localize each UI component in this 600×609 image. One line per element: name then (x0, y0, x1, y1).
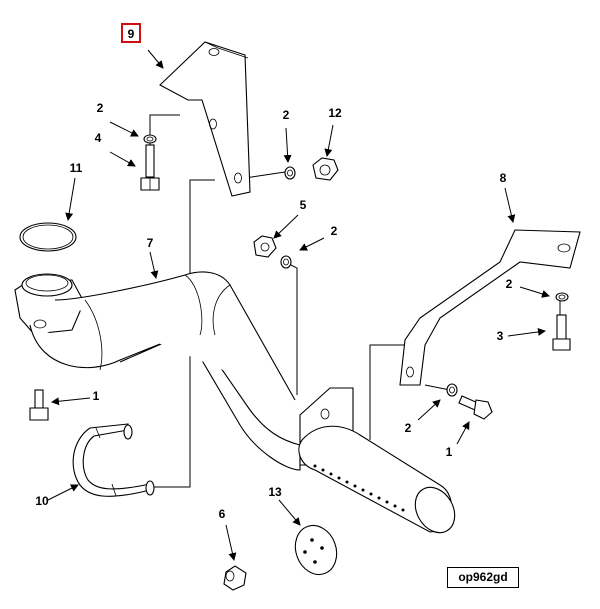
callout-3[interactable]: 3 (497, 329, 504, 343)
washer-part-2-upper-left[interactable] (143, 134, 157, 144)
washer-part-2-right[interactable] (555, 292, 569, 302)
gasket-ring-part-11[interactable] (19, 222, 77, 252)
bolt-part-1-left[interactable] (29, 389, 49, 421)
bracket-lower-part-8[interactable] (399, 229, 581, 386)
callout-2[interactable]: 2 (283, 108, 290, 122)
callout-13[interactable]: 13 (268, 485, 282, 499)
callout-10[interactable]: 10 (35, 494, 49, 508)
callout-2[interactable]: 2 (506, 277, 513, 291)
callout-labels: 9 2 4 2 12 11 7 5 2 8 2 3 1 2 1 10 13 6 (35, 27, 512, 521)
washer-part-2-middle[interactable] (280, 255, 292, 269)
bracket-upper-part-9[interactable] (159, 41, 251, 197)
perforation-holes (313, 464, 405, 512)
callout-2[interactable]: 2 (331, 224, 338, 238)
callout-7[interactable]: 7 (147, 236, 154, 250)
callout-11[interactable]: 11 (70, 161, 83, 175)
callout-6[interactable]: 6 (219, 507, 226, 521)
bushing-part-6[interactable] (223, 565, 247, 591)
bolt-part-4[interactable] (140, 144, 160, 191)
callout-5[interactable]: 5 (300, 198, 307, 212)
figure-code-label: op962gd (447, 567, 519, 588)
callout-2[interactable]: 2 (97, 101, 104, 115)
bolt-part-1-right[interactable] (458, 395, 493, 420)
callout-1[interactable]: 1 (93, 389, 100, 403)
exhaust-pipe-part-7[interactable] (14, 271, 463, 540)
cover-plate-part-13[interactable] (289, 520, 344, 581)
u-tube-part-10[interactable] (72, 423, 155, 497)
washer-part-2-lower[interactable] (446, 383, 458, 397)
selected-callout-highlight (121, 23, 141, 43)
callout-arrows (47, 49, 550, 561)
bolt-part-3[interactable] (552, 314, 571, 351)
callout-4[interactable]: 4 (95, 131, 102, 145)
nut-part-5[interactable] (253, 235, 277, 258)
callout-9[interactable]: 9 (128, 27, 135, 41)
callout-1[interactable]: 1 (446, 445, 453, 459)
callout-2[interactable]: 2 (405, 421, 412, 435)
nut-part-12[interactable] (312, 157, 339, 181)
washer-part-2-bracket[interactable] (284, 166, 296, 180)
callout-12[interactable]: 12 (328, 106, 342, 120)
callout-8[interactable]: 8 (500, 171, 507, 185)
